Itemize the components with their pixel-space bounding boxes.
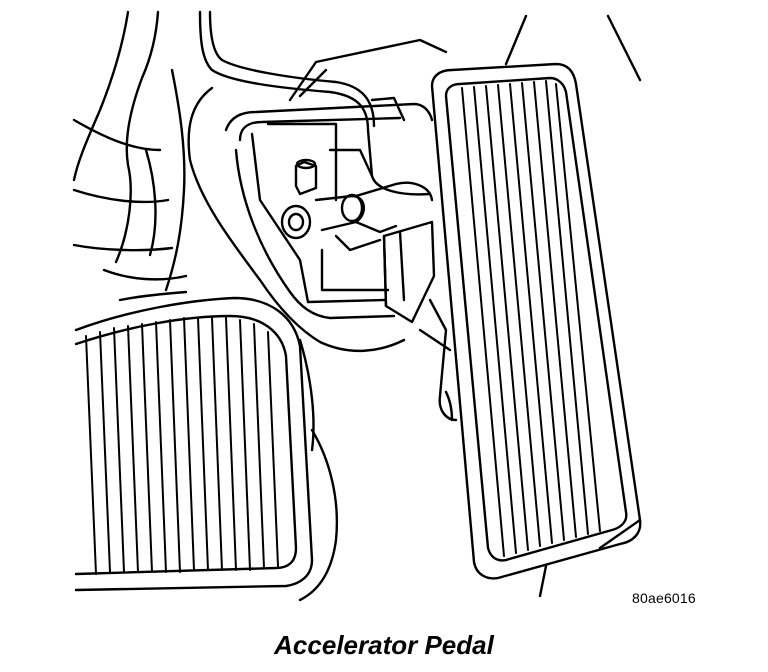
pedal-pivot-linkage bbox=[280, 148, 434, 252]
figure-caption: Accelerator Pedal bbox=[274, 630, 494, 660]
pedal-mounting-bracket bbox=[187, 10, 448, 352]
brake-pedal-ribs bbox=[85, 317, 279, 575]
floor-contour bbox=[298, 338, 339, 602]
pedal-arm bbox=[382, 220, 458, 422]
accelerator-pedal-ribs bbox=[461, 80, 601, 557]
figure-reference-code: 80ae6016 bbox=[632, 590, 696, 606]
floor-panel-edges bbox=[418, 14, 642, 598]
steering-column-housing bbox=[72, 10, 188, 302]
brake-pedal-pad bbox=[74, 296, 314, 592]
accelerator-pedal-pad bbox=[430, 62, 642, 580]
